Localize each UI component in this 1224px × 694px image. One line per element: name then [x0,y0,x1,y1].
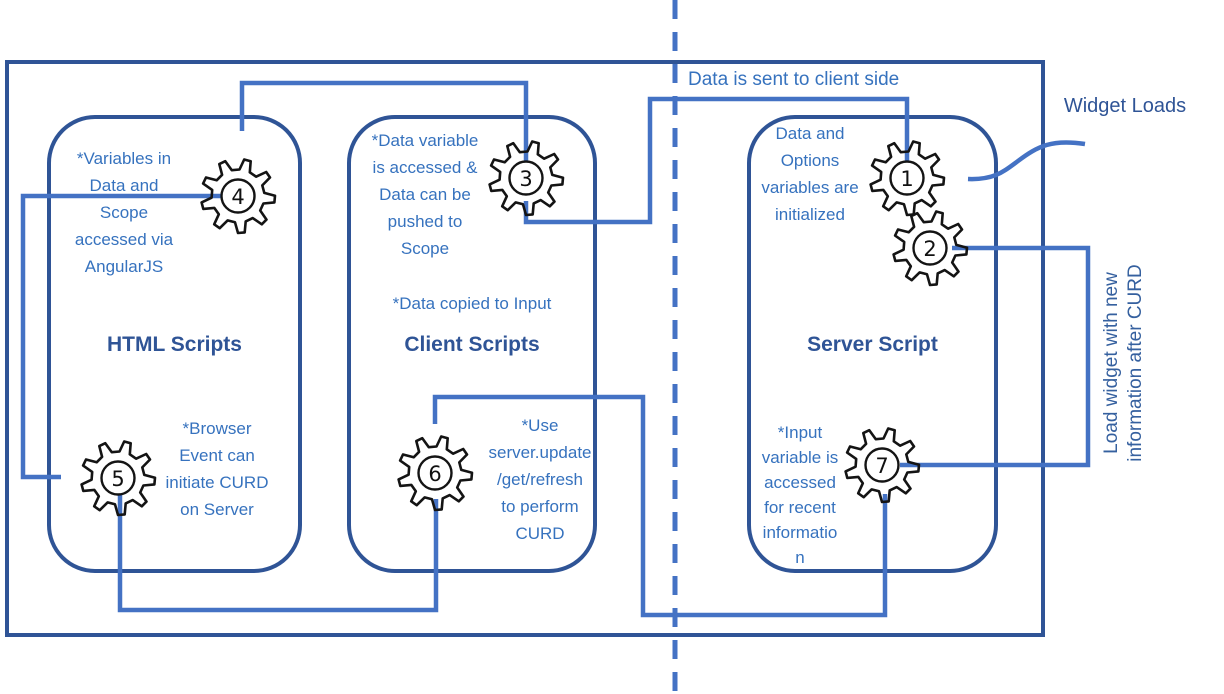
connector-gear3-to-html-box [239,80,529,178]
connector-widget-loads-curve [967,140,1086,182]
load-widget-vertical-label: Load widget with new information after C… [1101,264,1146,462]
gear-3-number: 3 [519,167,532,191]
gear-4-icon: 4 [200,158,277,235]
gear-6-icon: 6 [397,435,474,512]
client-box-bottom-note: *Use server.update /get/refresh to perfo… [488,416,592,543]
connector-gear4-to-gear5 [20,193,225,480]
client-box-top-note: *Data variable is accessed & Data can be… [371,131,479,258]
client-box-mid-note: *Data copied to Input [392,294,552,313]
client-scripts-title: Client Scripts [404,333,540,356]
html-box-top-note: *Variables in Data and Scope accessed vi… [74,149,174,276]
gear-2-number: 2 [923,237,936,261]
html-scripts-box [47,115,302,573]
gear-2-icon: 2 [892,210,969,287]
widget-loads-label: Widget Loads [1063,95,1187,117]
gear-1-number: 1 [900,167,913,191]
client-scripts-box [347,115,597,573]
gear-6-number: 6 [428,462,441,486]
gear-5-number: 5 [111,467,124,491]
html-scripts-title: HTML Scripts [107,333,242,356]
connector-gear1-to-gear3-data-sent [523,96,910,225]
gear-7-icon: 7 [844,427,921,504]
connector-gear5-to-gear6 [117,494,439,613]
gear-3-icon: 3 [488,140,565,217]
gear-1-icon: 1 [869,140,946,217]
gear-4-number: 4 [231,185,244,209]
connector-gear6-to-gear7 [432,394,888,618]
server-script-title: Server Script [807,333,938,356]
html-box-bottom-note: *Browser Event can initiate CURD on Serv… [165,419,269,519]
gear-5-icon: 5 [80,440,157,517]
server-box-top-note: Data and Options variables are initializ… [761,124,859,224]
server-script-box [747,115,998,573]
server-box-bottom-note: *Input variable is accessed for recent i… [761,423,839,567]
data-sent-label: Data is sent to client side [688,69,900,90]
gear-7-number: 7 [875,454,888,478]
connector-gear7-to-gear2-reload-loop [900,245,1091,468]
